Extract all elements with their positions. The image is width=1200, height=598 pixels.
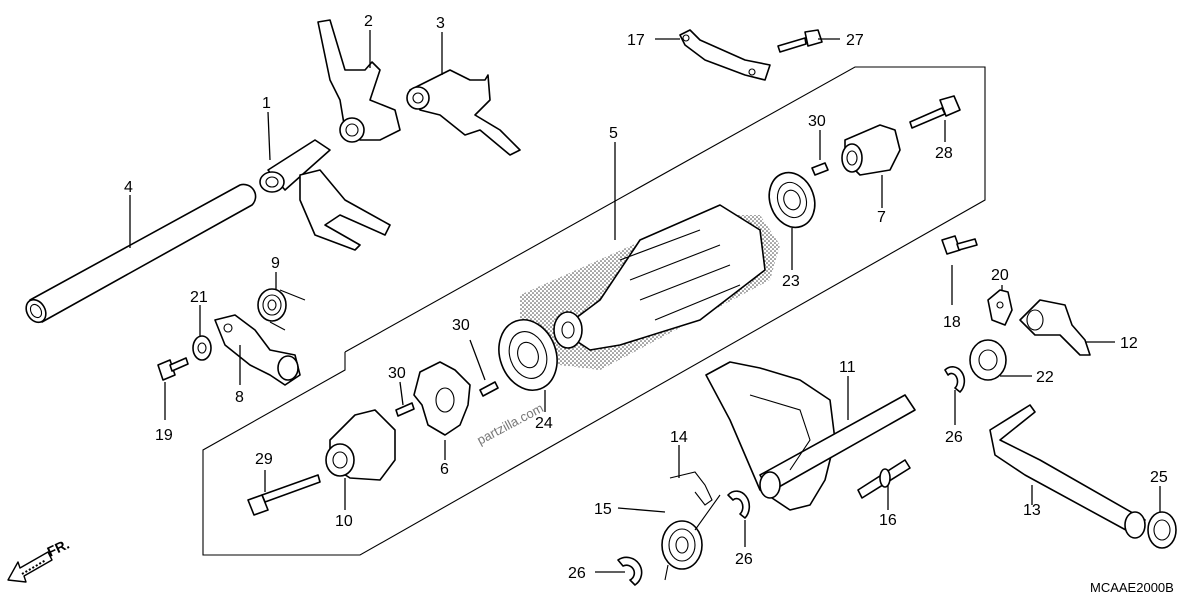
part-13-gearshift-arm[interactable] <box>989 404 1146 539</box>
callout-19: 19 <box>155 427 173 444</box>
part-30-dowel-pin-top[interactable] <box>811 162 829 176</box>
callout-11: 11 <box>839 359 856 376</box>
front-marker-label: FR. <box>45 536 72 560</box>
callout-4: 4 <box>124 179 133 196</box>
part-6-drum-center[interactable] <box>413 361 471 436</box>
callout-15: 15 <box>594 501 612 518</box>
callout-28: 28 <box>935 145 953 162</box>
part-30-dowel-pin-left[interactable] <box>395 402 415 417</box>
callout-30-left: 30 <box>388 365 406 382</box>
callout-27: 27 <box>846 32 864 49</box>
callout-8: 8 <box>235 389 244 406</box>
callout-14: 14 <box>670 429 688 446</box>
part-27-bolt[interactable] <box>777 29 823 53</box>
leader-lines <box>129 30 1161 573</box>
part-20-guide-plate[interactable] <box>987 289 1013 326</box>
callout-30-top: 30 <box>808 113 826 130</box>
callout-5: 5 <box>609 125 618 142</box>
part-12-stopper[interactable] <box>1019 299 1091 356</box>
callout-24: 24 <box>535 415 553 432</box>
callout-30-middle: 30 <box>452 317 470 334</box>
part-25-oil-seal[interactable] <box>1147 511 1177 549</box>
part-23-bearing[interactable] <box>762 166 822 234</box>
part-26-circlip-right[interactable] <box>944 366 966 393</box>
callout-26-right: 26 <box>945 429 963 446</box>
part-9-spring[interactable] <box>257 288 306 331</box>
part-10-drum-cam[interactable] <box>325 409 396 481</box>
callout-13: 13 <box>1023 502 1041 519</box>
part-3-shift-fork[interactable] <box>406 69 521 156</box>
callout-10: 10 <box>335 513 353 530</box>
part-17-plate[interactable] <box>679 29 771 81</box>
part-5-shift-drum[interactable] <box>520 204 780 370</box>
callout-16: 16 <box>879 512 897 529</box>
part-16-stud-bolt[interactable] <box>857 459 911 499</box>
callout-3: 3 <box>436 15 445 32</box>
callout-9: 9 <box>271 255 280 272</box>
diagram-code: MCAAE2000B <box>1090 580 1174 595</box>
callout-2: 2 <box>364 13 373 30</box>
shift-drum-group-boundary <box>202 66 986 556</box>
part-2-shift-fork[interactable] <box>317 19 401 143</box>
part-21-washer[interactable] <box>192 335 212 361</box>
part-29-bolt[interactable] <box>247 474 321 516</box>
part-26-circlip-middle[interactable] <box>727 490 751 519</box>
part-15-return-spring[interactable] <box>661 494 721 581</box>
part-30-dowel-pin-middle[interactable] <box>479 381 499 397</box>
callout-1: 1 <box>262 95 271 112</box>
part-7-drum-cam[interactable] <box>841 124 901 176</box>
front-direction-marker: FR. <box>7 536 72 583</box>
part-22-washer[interactable] <box>969 339 1007 381</box>
part-19-bolt[interactable] <box>157 357 189 381</box>
callout-26-middle: 26 <box>735 551 753 568</box>
callout-26-bottom: 26 <box>568 565 586 582</box>
callout-23: 23 <box>782 273 800 290</box>
part-28-bolt[interactable] <box>909 95 961 129</box>
callout-12: 12 <box>1120 335 1138 352</box>
callout-25: 25 <box>1150 469 1168 486</box>
callout-6: 6 <box>440 461 449 478</box>
part-1-shift-fork[interactable] <box>259 139 391 251</box>
part-8-stopper-arm[interactable] <box>214 314 301 386</box>
part-24-bearing[interactable] <box>489 312 566 399</box>
part-4-shift-fork-shaft[interactable] <box>22 183 257 325</box>
part-18-bolt[interactable] <box>941 235 978 255</box>
callout-7: 7 <box>877 209 886 226</box>
callout-17: 17 <box>627 32 645 49</box>
callout-22: 22 <box>1036 369 1054 386</box>
front-arrow-icon <box>7 551 53 583</box>
callout-20: 20 <box>991 267 1009 284</box>
callout-labels: 1 2 3 4 5 6 7 8 9 10 11 12 13 14 15 16 1… <box>124 13 1168 582</box>
part-14-spring[interactable] <box>669 471 713 506</box>
callout-18: 18 <box>943 314 961 331</box>
part-26-circlip-bottom[interactable] <box>617 556 643 586</box>
callout-29: 29 <box>255 451 273 468</box>
callout-21: 21 <box>190 289 208 306</box>
part-11-gearshift-spindle[interactable] <box>705 361 916 511</box>
